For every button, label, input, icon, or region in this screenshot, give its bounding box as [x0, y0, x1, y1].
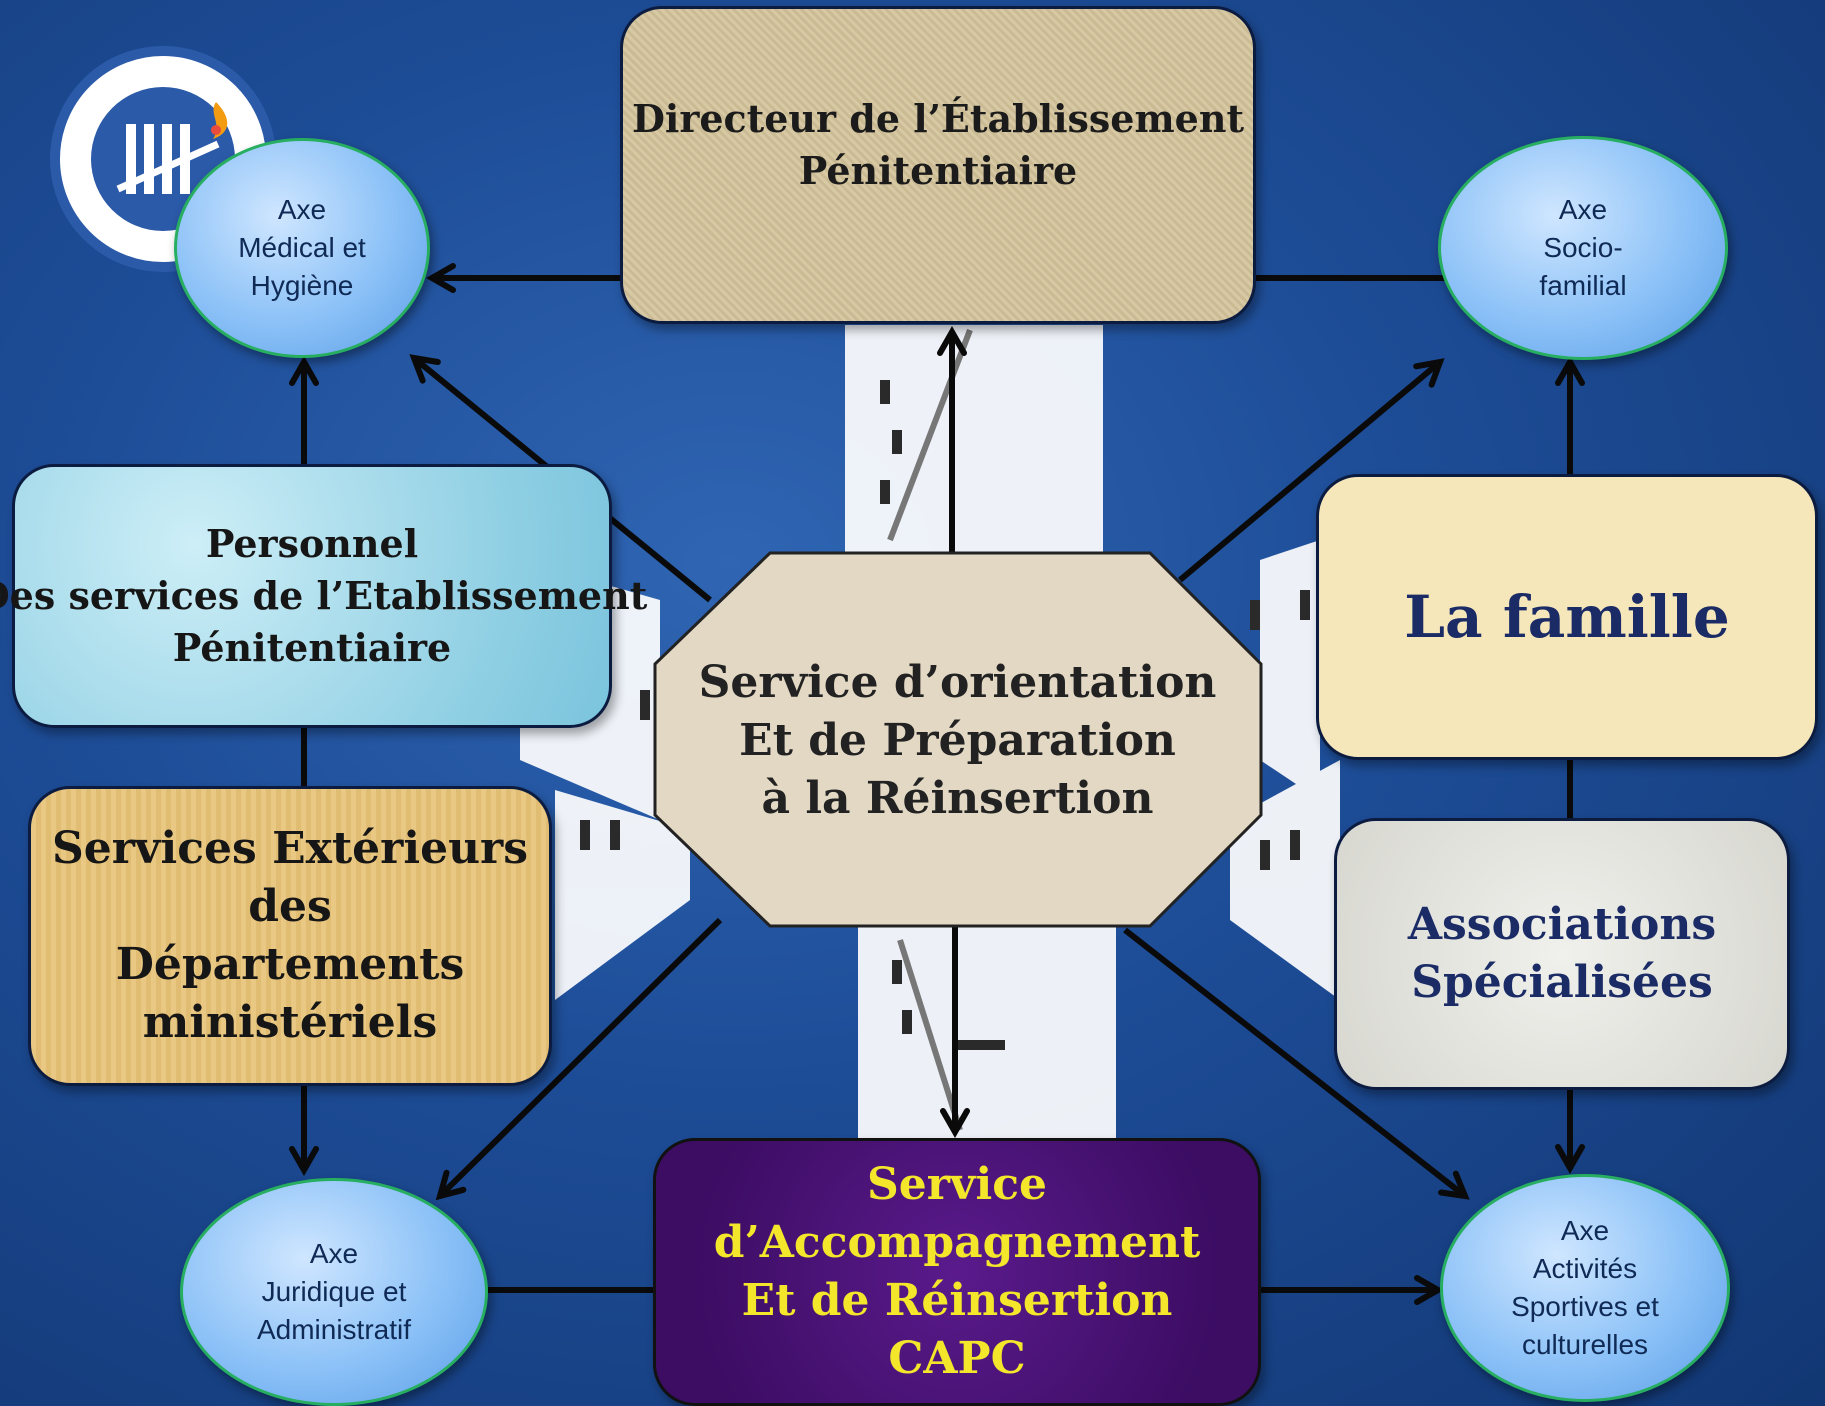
personnel-line-3: Pénitentiaire — [172, 625, 452, 670]
axe-medical-line-2: Médical et — [238, 232, 366, 263]
accompagnement-line-4: CAPC — [888, 1333, 1026, 1384]
axe-activites-line-4: culturelles — [1521, 1329, 1649, 1360]
services-ext-line-3: Départements — [115, 939, 465, 990]
axe-juridique-line-1: Axe — [309, 1238, 359, 1269]
arrow-center-to-activites — [1123, 927, 1465, 1196]
axe-activites-line-3: Sportives et — [1511, 1291, 1659, 1322]
center-service-orientation: Service d’orientation Et de Préparation … — [655, 556, 1260, 926]
box-personnel-services: Personnel Des services de l’Etablissemen… — [0, 464, 647, 728]
famille-line-1: La famille — [1404, 583, 1730, 651]
services-ext-line-1: Services Extérieurs — [51, 823, 529, 874]
axe-activites-sportives-culturelles: Axe Activités Sportives et culturelles — [1440, 1174, 1730, 1402]
box-directeur-etablissement: Directeur de l’Établissement Pénitentiai… — [620, 6, 1256, 324]
directeur-line-2: Pénitentiaire — [798, 148, 1078, 193]
axe-activites-line-1: Axe — [1560, 1215, 1610, 1246]
axe-socio-line-1: Axe — [1558, 194, 1608, 225]
accompagnement-line-1: Service — [866, 1159, 1048, 1210]
axe-socio-familial: Axe Socio- familial — [1438, 136, 1728, 360]
center-octagon — [653, 551, 1263, 928]
accompagnement-line-3: Et de Réinsertion — [741, 1275, 1173, 1326]
directeur-line-1: Directeur de l’Établissement — [631, 96, 1245, 141]
services-ext-line-4: ministériels — [142, 997, 438, 1048]
center-line-3: à la Réinsertion — [761, 773, 1154, 824]
axe-juridique-line-3: Administratif — [256, 1314, 412, 1345]
personnel-line-1: Personnel — [205, 521, 419, 566]
axe-medical-hygiene: Axe Médical et Hygiène — [174, 138, 430, 358]
axe-medical-line-1: Axe — [277, 194, 327, 225]
associations-line-1: Associations — [1407, 899, 1717, 950]
center-line-1: Service d’orientation — [698, 657, 1217, 708]
axe-socio-line-2: Socio- — [1543, 232, 1623, 263]
associations-line-2: Spécialisées — [1411, 957, 1713, 1008]
axe-activites-line-2: Activités — [1532, 1253, 1638, 1284]
box-la-famille: La famille — [1316, 474, 1818, 760]
box-services-exterieurs: Services Extérieurs des Départements min… — [28, 786, 552, 1086]
personnel-line-2: Des services de l’Etablissement — [0, 573, 648, 618]
axe-juridique-administratif: Axe Juridique et Administratif — [180, 1178, 488, 1406]
arrow-center-to-juridique — [440, 917, 723, 1196]
services-ext-line-2: des — [248, 881, 332, 932]
axe-medical-line-3: Hygiène — [250, 270, 354, 301]
arrow-center-to-socio — [1178, 362, 1440, 583]
box-associations-specialisees: Associations Spécialisées — [1334, 818, 1790, 1090]
axe-socio-line-3: familial — [1539, 270, 1627, 301]
axe-juridique-line-2: Juridique et — [261, 1276, 407, 1307]
center-line-2: Et de Préparation — [739, 715, 1176, 766]
accompagnement-line-2: d’Accompagnement — [713, 1217, 1201, 1268]
box-service-accompagnement: Service d’Accompagnement Et de Réinserti… — [653, 1138, 1261, 1406]
